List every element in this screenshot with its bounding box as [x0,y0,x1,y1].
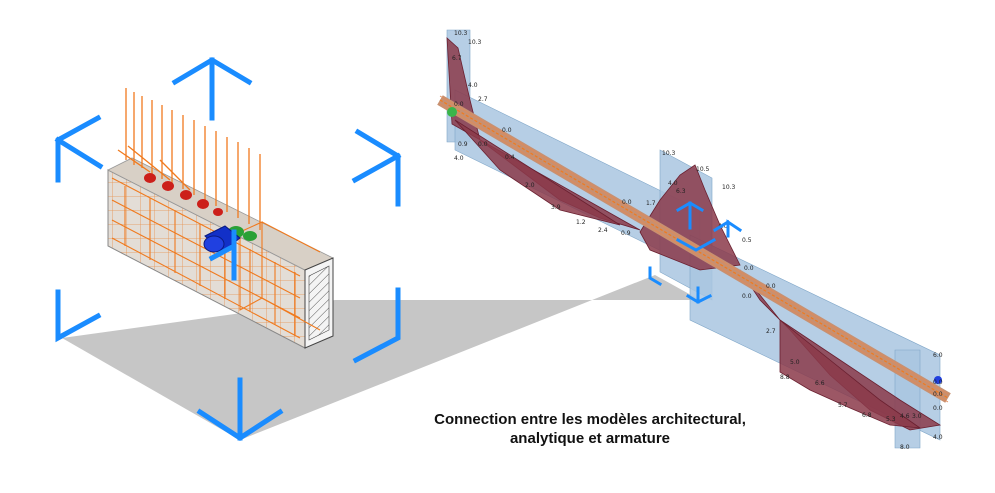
moment-value: 6.3 [676,188,686,195]
moment-value: 5.7 [838,402,848,409]
moment-value: 2.4 [598,227,608,234]
moment-value: 6.6 [815,380,825,387]
moment-value: 1.2 [576,219,586,226]
moment-value: 4.0 [933,434,943,441]
moment-value: 10.5 [696,166,710,173]
moment-value: 5.3 [886,416,896,423]
rebar-cage [111,177,321,339]
load-bulbs [144,173,223,216]
moment-value: 0.0 [933,405,943,412]
selection-bracket-icon [648,201,743,304]
analytical-model: 10.3 10.3 6.7 4.0 2.7 0.0 0.0 0.0 4.0 0.… [437,29,951,451]
moment-value: 0.0 [766,283,776,290]
selection-bracket-icon [54,57,402,441]
moment-value: 4.0 [454,155,464,162]
moment-value: 0.9 [458,141,468,148]
moment-value: 4.0 [468,82,478,89]
moment-values: 10.3 10.3 6.7 4.0 2.7 0.0 0.0 0.0 4.0 0.… [452,30,943,451]
moment-value: 0.0 [478,141,488,148]
moment-value: 4.6 [900,413,910,420]
moment-value: 8.8 [780,374,790,381]
moment-value: 0.9 [621,230,631,237]
moment-value: 2.0 [525,182,535,189]
moment-value: 0.0 [933,379,943,386]
projection-shadow [62,275,700,440]
moment-value: 6.8 [862,412,872,419]
moment-value: 1.7 [646,200,656,207]
moment-value: 0.4 [505,154,515,161]
moment-value: 0.0 [933,391,943,398]
moment-value: 10.3 [722,184,736,191]
moment-value: 0.5 [742,237,752,244]
moment-value: 3.0 [912,413,922,420]
moment-value: 0.0 [744,265,754,272]
moment-value: 0.0 [454,101,464,108]
moment-value: 2.7 [478,96,488,103]
caption-line-2: analytique et armature [509,430,671,447]
moment-value: 5.0 [790,359,800,366]
beam-3d-model [107,88,334,349]
moment-value: 6.7 [452,55,462,62]
moment-value: 10.3 [468,39,482,46]
moment-value: 6.0 [933,352,943,359]
moment-value: 8.0 [900,444,910,451]
moment-value: 10.3 [662,150,676,157]
caption: Connection entre les modèles architectur… [370,410,810,448]
moment-value: 4.0 [668,180,678,187]
moment-value: 10.3 [454,30,468,37]
moment-value: 2.7 [766,328,776,335]
load-arrows [117,88,261,230]
moment-value: 0.0 [502,127,512,134]
moment-value: 0.0 [742,293,752,300]
moment-value: 3.9 [551,204,561,211]
caption-line-1: Connection entre les modèles architectur… [434,411,746,428]
moment-value: 0.0 [622,199,632,206]
support-icon [934,376,942,384]
support-icon [447,107,457,117]
